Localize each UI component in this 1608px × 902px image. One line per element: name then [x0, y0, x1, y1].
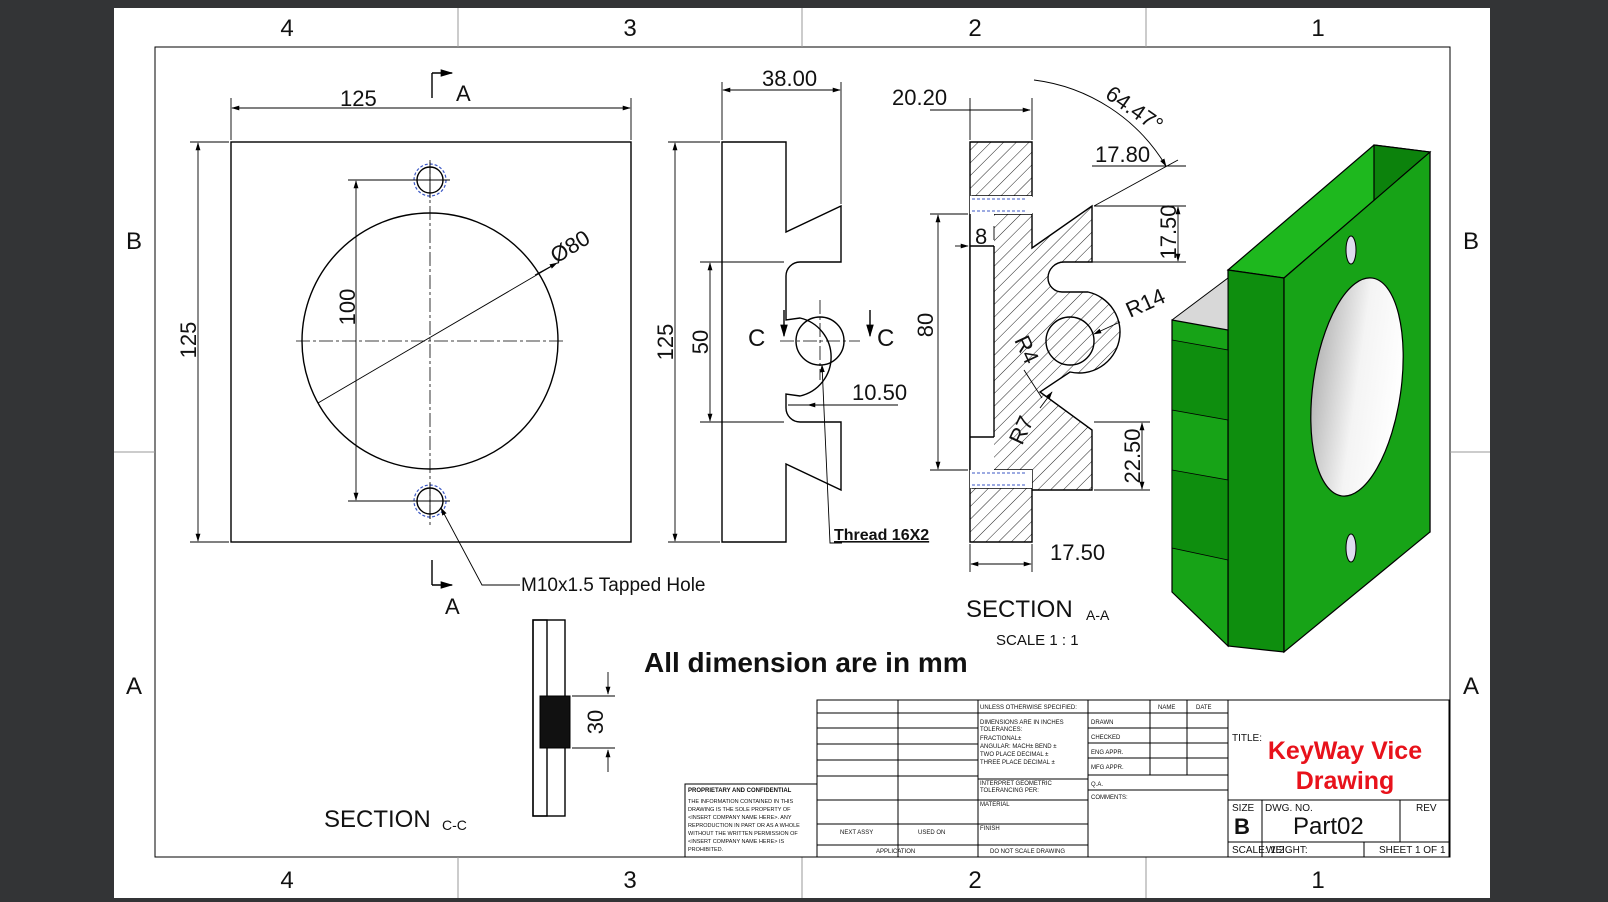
- units-note: All dimension are in mm: [644, 647, 968, 678]
- dim-d4: 17.50: [1050, 540, 1105, 565]
- section-profile: [969, 141, 1121, 543]
- zone-col-1-bottom: 1: [1311, 867, 1324, 894]
- tb-title-line-1: KeyWay Vice: [1268, 737, 1422, 765]
- section-aa-title-suffix: A-A: [1086, 607, 1110, 623]
- section-a-label-top: A: [456, 81, 471, 106]
- zone-row-a-right: A: [1463, 673, 1479, 700]
- tb-tolerancing: TOLERANCING PER:: [980, 788, 1039, 794]
- tb-interpret: INTERPRET GEOMETRIC: [980, 781, 1053, 787]
- section-aa-view: [930, 79, 1186, 572]
- tb-proprietary: PROPRIETARY AND CONFIDENTIAL: [688, 788, 792, 794]
- tb-comments: COMMENTS:: [1091, 795, 1128, 801]
- tb-eng-appr: ENG APPR.: [1091, 750, 1124, 756]
- section-cc-title: SECTION: [324, 806, 431, 833]
- thread-callout: Thread 16X2: [834, 527, 929, 544]
- dim-wall: 8: [975, 224, 987, 249]
- zone-row-a-left: A: [126, 673, 142, 700]
- dim-slot-width: 10.50: [852, 380, 907, 405]
- section-aa-scale: SCALE 1 : 1: [996, 632, 1079, 649]
- tb-dwg-no: Part02: [1293, 813, 1364, 840]
- tb-weight: WEIGHT:: [1266, 845, 1308, 856]
- side-profile: [721, 141, 842, 543]
- section-aa-title: SECTION: [966, 596, 1073, 623]
- dim-depth: 38.00: [762, 66, 817, 91]
- zone-col-2-top: 2: [968, 15, 981, 42]
- tb-prop-line-6: <INSERT COMPANY NAME HERE> IS: [688, 839, 785, 845]
- zone-col-3-bottom: 3: [623, 867, 636, 894]
- dim-aa-height: 80: [913, 313, 938, 337]
- tb-two-place: TWO PLACE DECIMAL ±: [980, 752, 1049, 758]
- zone-row-b-right: B: [1463, 228, 1479, 255]
- dim-side-height: 125: [653, 324, 678, 361]
- front-view: [190, 69, 632, 589]
- tb-name: NAME: [1158, 705, 1175, 711]
- tb-prop-line-3: <INSERT COMPANY NAME HERE>. ANY: [688, 815, 792, 821]
- tb-application: APPLICATION: [876, 849, 915, 855]
- dim-hole-spacing: 100: [335, 289, 360, 326]
- dim-cc: 30: [583, 710, 608, 734]
- dim-offset: 20.20: [892, 85, 947, 110]
- tb-do-not-scale: DO NOT SCALE DRAWING: [990, 849, 1065, 855]
- tb-drawn: DRAWN: [1091, 720, 1113, 726]
- tb-fractional: FRACTIONAL±: [980, 736, 1022, 742]
- section-a-label-bottom: A: [445, 594, 460, 619]
- zone-col-3-top: 3: [623, 15, 636, 42]
- tb-dwg-no-label: DWG. NO.: [1265, 803, 1313, 814]
- dim-d2: 17.50: [1156, 204, 1181, 259]
- zone-col-1-top: 1: [1311, 15, 1324, 42]
- tb-three-place: THREE PLACE DECIMAL ±: [980, 760, 1055, 766]
- tb-prop-line-5: WITHOUT THE WRITTEN PERMISSION OF: [688, 831, 798, 837]
- tb-prop-line-2: DRAWING IS THE SOLE PROPERTY OF: [688, 807, 791, 813]
- section-cc-labels: 30 SECTION C-C: [324, 710, 608, 833]
- tb-checked: CHECKED: [1091, 735, 1121, 741]
- zone-ticks: [114, 8, 1490, 898]
- front-outline: [230, 141, 632, 543]
- tb-used-on: USED ON: [918, 830, 945, 836]
- tb-title-line-2: Drawing: [1296, 767, 1395, 795]
- tb-title-label: TITLE:: [1232, 733, 1262, 744]
- dim-front-height: 125: [176, 322, 201, 359]
- tb-angular: ANGULAR: MACH± BEND ±: [980, 744, 1057, 750]
- dim-d3: 22.50: [1120, 428, 1145, 483]
- tb-next-assy: NEXT ASSY: [840, 830, 873, 836]
- zone-col-4-bottom: 4: [280, 867, 293, 894]
- side-view: [668, 82, 898, 544]
- zone-col-2-bottom: 2: [968, 867, 981, 894]
- tb-material: MATERIAL: [980, 802, 1010, 808]
- tb-mfg-appr: MFG APPR.: [1091, 765, 1124, 771]
- zone-row-b-left: B: [126, 228, 142, 255]
- tb-size: B: [1234, 814, 1250, 839]
- tb-tolerances: TOLERANCES:: [980, 727, 1023, 733]
- section-c-label-right: C: [877, 325, 894, 352]
- tb-qa: Q.A.: [1091, 782, 1103, 788]
- section-c-label-left: C: [748, 325, 765, 352]
- isometric-part: [1171, 144, 1432, 654]
- tb-finish: FINISH: [980, 826, 1000, 832]
- tb-rev-label: REV: [1416, 803, 1437, 814]
- section-cc-view: [532, 619, 615, 817]
- tb-date: DATE: [1196, 705, 1212, 711]
- dim-d1: 17.80: [1095, 142, 1150, 167]
- tb-scale: SCALE: 1:2: [1232, 845, 1285, 856]
- side-view-labels: 38.00 125 50 C C 10.50 Thread 16X2: [653, 66, 929, 544]
- title-block: UNLESS OTHERWISE SPECIFIED: NAME DATE DI…: [684, 699, 1450, 858]
- tb-unless: UNLESS OTHERWISE SPECIFIED:: [980, 705, 1077, 711]
- tb-dims-in: DIMENSIONS ARE IN INCHES: [980, 720, 1064, 726]
- tb-size-label: SIZE: [1232, 803, 1255, 814]
- tb-prop-line-4: REPRODUCTION IN PART OR AS A WHOLE: [688, 823, 800, 829]
- hole-callout: M10x1.5 Tapped Hole: [521, 575, 706, 596]
- tb-prop-line-7: PROHIBITED.: [688, 847, 724, 853]
- tb-sheet: SHEET 1 OF 1: [1379, 845, 1446, 856]
- dim-front-width: 125: [340, 86, 377, 111]
- zone-col-4-top: 4: [280, 15, 293, 42]
- zone-labels: 4 3 2 1 4 3 2 1 B B A A: [126, 15, 1479, 894]
- section-cc-title-suffix: C-C: [442, 817, 467, 833]
- tb-prop-line-1: THE INFORMATION CONTAINED IN THIS: [688, 799, 793, 805]
- dim-slot: 50: [688, 330, 713, 354]
